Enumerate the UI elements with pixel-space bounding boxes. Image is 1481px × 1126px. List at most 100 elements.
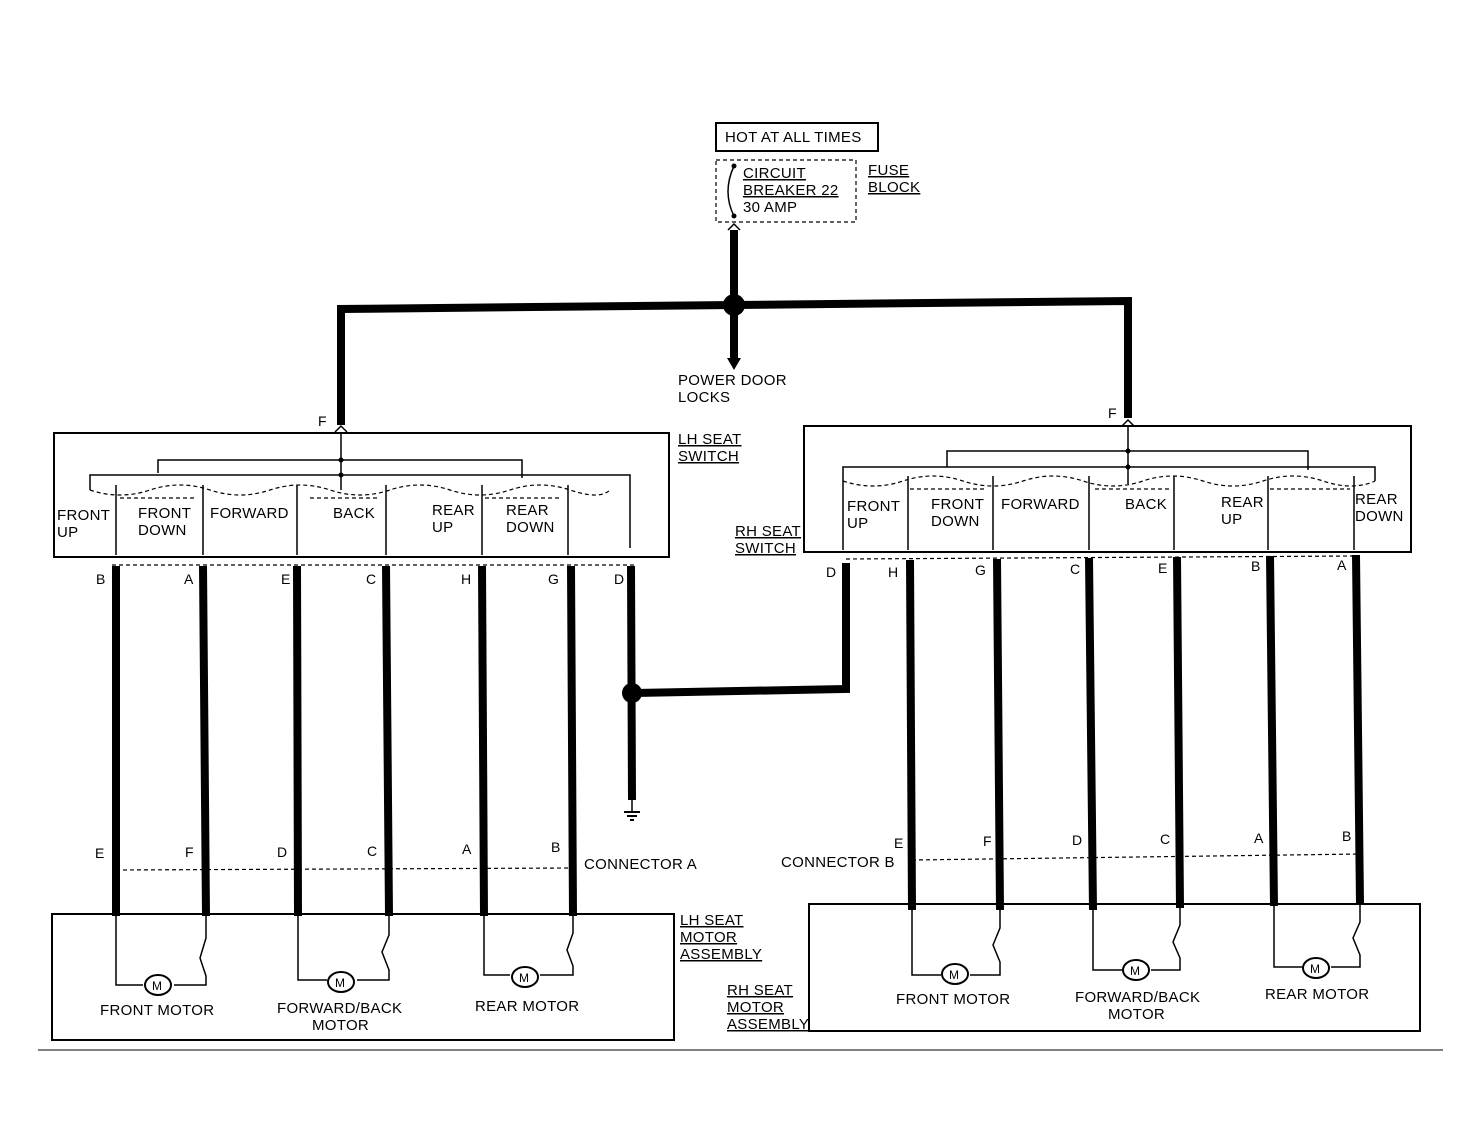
fuse-block-label-line1: FUSE [868, 162, 909, 179]
lh-motor-title-line2: MOTOR [680, 929, 737, 946]
rh-pos-rear-up-line2: UP [1221, 511, 1242, 528]
breaker-label-line1: CIRCUIT [743, 165, 806, 182]
rh-pos-rear-up-line1: REAR [1221, 494, 1264, 511]
rh-forward-back-motor-label-line1: FORWARD/BACK [1075, 989, 1200, 1006]
conn-a-pin-a: A [462, 841, 472, 857]
lh-motor-assembly-box [51, 913, 675, 1041]
conn-a-pin-e: E [95, 845, 105, 861]
lh-forward-back-motor-icon: M [327, 971, 355, 993]
connector-a-dashline [115, 867, 577, 871]
door-locks-label-line1: POWER DOOR [678, 372, 787, 389]
ground-wire [627, 565, 636, 801]
door-locks-label-line2: LOCKS [678, 389, 730, 406]
rh-feed-pin-label: F [1108, 405, 1117, 421]
lh-front-motor-circuit [115, 916, 207, 986]
conn-b-pin-f: F [983, 833, 992, 849]
breaker-terminal-top [731, 163, 737, 169]
rh-bus-node-1 [1125, 448, 1131, 454]
ground-icon [624, 800, 640, 821]
rh-pos-back-label: BACK [1125, 496, 1167, 513]
rh-motor-title-line2: MOTOR [727, 999, 784, 1016]
rh-bus-node-2 [1125, 464, 1131, 470]
svg-text:M: M [1310, 962, 1320, 976]
rh-front-motor-label: FRONT MOTOR [896, 991, 1010, 1008]
breaker-terminal-bottom [731, 213, 737, 219]
lh-front-motor-label: FRONT MOTOR [100, 1002, 214, 1019]
svg-text:M: M [1130, 964, 1140, 978]
svg-text:M: M [152, 979, 162, 993]
lh-pos-front-down-line2: DOWN [138, 522, 187, 539]
lh-harness-wires [112, 565, 577, 917]
lh-pos-front-up-line2: UP [57, 524, 78, 541]
rh-pos-front-down-line2: DOWN [931, 513, 980, 530]
rh-feed-connector-mark [1121, 418, 1135, 427]
lh-rear-motor-circuit [483, 916, 574, 976]
lh-switch-title-line2: SWITCH [678, 448, 739, 465]
rh-motor-assembly-box [808, 903, 1421, 1032]
rh-pin-d: D [826, 564, 836, 580]
rh-forward-back-motor-label-line2: MOTOR [1108, 1006, 1165, 1023]
rh-seat-switch-box [803, 425, 1412, 553]
conn-b-pin-d: D [1072, 832, 1082, 848]
lh-pin-a: A [184, 571, 194, 587]
lh-forward-back-motor-label-line1: FORWARD/BACK [277, 1000, 402, 1017]
connector-a-label: CONNECTOR A [584, 856, 697, 873]
conn-b-pin-e: E [894, 835, 904, 851]
rh-rear-motor-icon: M [1302, 957, 1330, 979]
lh-pin-e: E [281, 571, 291, 587]
svg-text:M: M [335, 976, 345, 990]
lh-pos-forward-label: FORWARD [210, 505, 289, 522]
rh-rear-motor-label: REAR MOTOR [1265, 986, 1369, 1003]
hot-at-all-times-box [715, 122, 879, 152]
lh-bus-node-2 [338, 472, 344, 478]
lh-pos-front-down-line1: FRONT [138, 505, 191, 522]
lh-contact-strip [89, 484, 611, 499]
conn-a-pin-b: B [551, 839, 561, 855]
rh-harness-wires [906, 554, 1364, 911]
conn-b-pin-a: A [1254, 830, 1264, 846]
conn-a-pin-c: C [367, 843, 377, 859]
rh-pin-b: B [1251, 558, 1261, 574]
lh-pin-h: H [461, 571, 471, 587]
lh-feed-wire [337, 301, 735, 425]
rh-pos-front-up-line2: UP [847, 515, 868, 532]
lh-switch-title-line1: LH SEAT [678, 431, 742, 448]
lh-pos-front-up-line1: FRONT [57, 507, 110, 524]
lh-feed-connector-mark [334, 424, 348, 433]
conn-b-pin-b: B [1342, 828, 1352, 844]
lh-pin-g: G [548, 571, 559, 587]
rh-switch-connector-dashline [845, 555, 1357, 560]
lh-pin-d: D [614, 571, 624, 587]
svg-text:M: M [949, 968, 959, 982]
rh-switch-output-leads [842, 476, 1355, 550]
rh-forward-back-motor-icon: M [1122, 959, 1150, 981]
rh-contact-strip [842, 475, 1376, 490]
breaker-label-line3: 30 AMP [743, 199, 797, 216]
rh-rear-motor-circuit [1273, 905, 1361, 968]
lh-switch-lower-bus [89, 474, 631, 548]
lh-pos-rear-up-line2: UP [432, 519, 453, 536]
lh-rear-motor-icon: M [511, 966, 539, 988]
fuse-block-label-line2: BLOCK [868, 179, 920, 196]
lh-pos-rear-down-line1: REAR [506, 502, 549, 519]
connector-b-label: CONNECTOR B [781, 854, 895, 871]
lh-feed-pin-label: F [318, 413, 327, 429]
rh-feed-wire [733, 296, 1132, 418]
lh-forward-back-motor-circuit [297, 916, 390, 981]
rh-pin-c: C [1070, 561, 1080, 577]
rh-pos-front-up-line1: FRONT [847, 498, 900, 515]
circuit-breaker-symbol [727, 165, 735, 217]
lh-motor-title-line1: LH SEAT [680, 912, 744, 929]
lh-seat-switch-box [53, 432, 670, 558]
feed-connector-mark [727, 222, 741, 231]
rh-pos-rear-down-line2: DOWN [1355, 508, 1404, 525]
rh-front-motor-icon: M [941, 963, 969, 985]
rh-pin-h: H [888, 564, 898, 580]
lh-bus-node-1 [338, 457, 344, 463]
lh-pin-c: C [366, 571, 376, 587]
lh-pos-back-label: BACK [333, 505, 375, 522]
rh-switch-title-line1: RH SEAT [735, 523, 801, 540]
rh-pin-g: G [975, 562, 986, 578]
rh-pin-e: E [1158, 560, 1168, 576]
